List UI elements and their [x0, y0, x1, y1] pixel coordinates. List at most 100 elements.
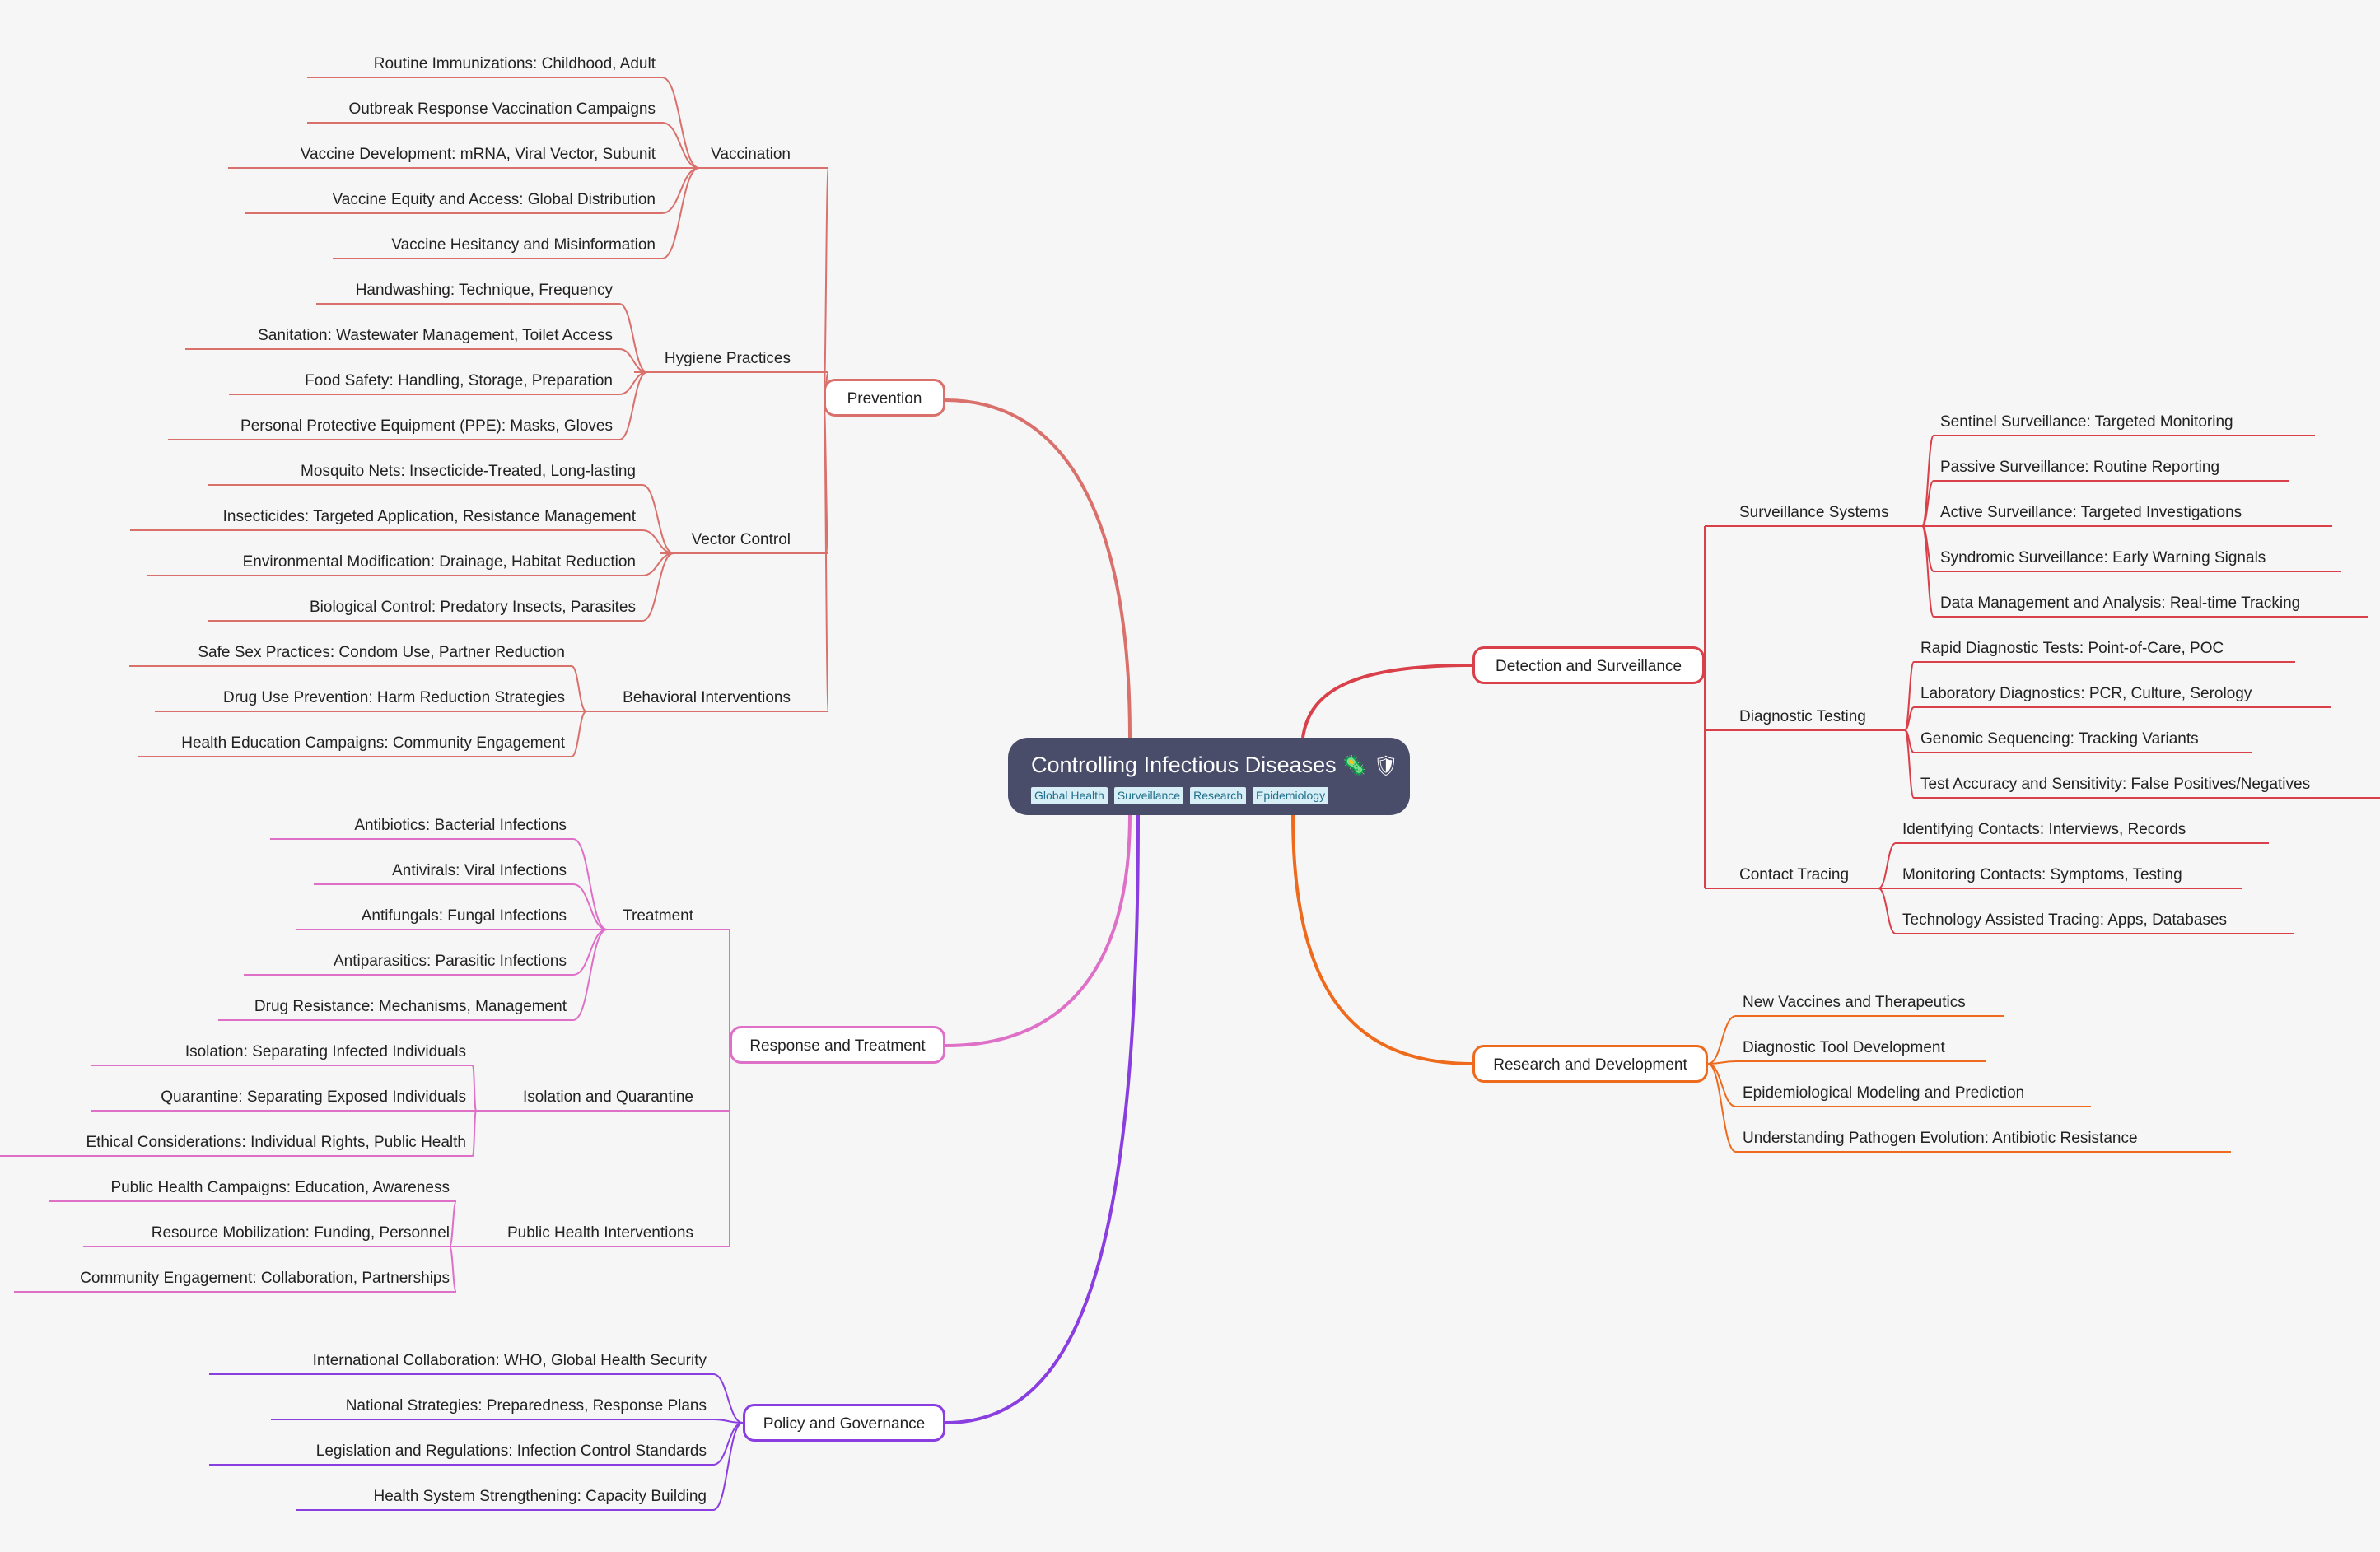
tag-research[interactable]: Research — [1190, 786, 1247, 804]
branch-detection-surveillance[interactable]: Detection and Surveillance — [1472, 646, 1705, 684]
leaf-drug-use-prevention-harm-reduction-strategies[interactable]: Drug Use Prevention: Harm Reduction Stra… — [222, 689, 565, 706]
connector-leaf — [571, 711, 587, 757]
connector-leaf — [1878, 888, 1897, 934]
leaf-vaccine-development-mrna-viral-vector-subunit[interactable]: Vaccine Development: mRNA, Viral Vector,… — [300, 146, 656, 163]
leaf-vaccine-equity-and-access-global-distribution[interactable]: Vaccine Equity and Access: Global Distri… — [332, 191, 656, 208]
leaf-sanitation-wastewater-management-toilet-access[interactable]: Sanitation: Wastewater Management, Toile… — [258, 327, 613, 344]
leaf-test-accuracy-and-sensitivity-false-positives-ne[interactable]: Test Accuracy and Sensitivity: False Pos… — [1920, 776, 2311, 793]
connector-leaf — [571, 665, 587, 712]
sub-surveillance-systems[interactable]: Surveillance Systems — [1739, 504, 1889, 521]
branch-policy-governance-label: Policy and Governance — [763, 1415, 926, 1433]
microbe-icon: 🦠 — [1342, 754, 1368, 777]
leaf-vaccine-hesitancy-and-misinformation[interactable]: Vaccine Hesitancy and Misinformation — [391, 236, 656, 254]
leaf-environmental-modification-drainage-habitat-redu[interactable]: Environmental Modification: Drainage, Ha… — [242, 553, 636, 571]
leaf-ethical-considerations-individual-rights-public-[interactable]: Ethical Considerations: Individual Right… — [86, 1134, 466, 1151]
leaf-antivirals-viral-infections[interactable]: Antivirals: Viral Infections — [392, 862, 567, 879]
sub-isolation-and-quarantine[interactable]: Isolation and Quarantine — [522, 1088, 693, 1106]
leaf-antifungals-fungal-infections[interactable]: Antifungals: Fungal Infections — [361, 907, 567, 925]
leaf-health-education-campaigns-community-engagement[interactable]: Health Education Campaigns: Community En… — [181, 734, 565, 752]
leaf-food-safety-handling-storage-preparation[interactable]: Food Safety: Handling, Storage, Preparat… — [305, 372, 613, 389]
tag-global-health[interactable]: Global Health — [1031, 786, 1108, 804]
tag-surveillance[interactable]: Surveillance — [1113, 786, 1184, 804]
connector-leaf — [618, 303, 648, 373]
leaf-quarantine-separating-exposed-individuals[interactable]: Quarantine: Separating Exposed Individua… — [161, 1088, 466, 1106]
leaf-rapid-diagnostic-tests-point-of-care-poc[interactable]: Rapid Diagnostic Tests: Point-of-Care, P… — [1920, 640, 2224, 657]
branch-response-treatment-label: Response and Treatment — [749, 1037, 926, 1055]
leaf-mosquito-nets-insecticide-treated-long-lasting[interactable]: Mosquito Nets: Insecticide-Treated, Long… — [301, 463, 636, 480]
connector-prevention-vaccination — [823, 167, 829, 401]
connector-leaf — [712, 1422, 744, 1466]
leaf-national-strategies-preparedness-response-plans[interactable]: National Strategies: Preparedness, Respo… — [345, 1397, 707, 1415]
leaf-insecticides-targeted-application-resistance-man[interactable]: Insecticides: Targeted Application, Resi… — [222, 508, 636, 525]
connector-leaf — [472, 1065, 477, 1112]
leaf-genomic-sequencing-tracking-variants[interactable]: Genomic Sequencing: Tracking Variants — [1920, 730, 2199, 748]
leaf-syndromic-surveillance-early-warning-signals[interactable]: Syndromic Surveillance: Early Warning Si… — [1940, 549, 2266, 566]
connector-leaf — [1904, 729, 1915, 799]
leaf-technology-assisted-tracing-apps-databases[interactable]: Technology Assisted Tracing: Apps, Datab… — [1902, 911, 2227, 929]
sub-hygiene-practices[interactable]: Hygiene Practices — [664, 350, 791, 367]
connector-leaf — [1878, 842, 1897, 889]
leaf-diagnostic-tool-development[interactable]: Diagnostic Tool Development — [1743, 1039, 1945, 1056]
leaf-passive-surveillance-routine-reporting[interactable]: Passive Surveillance: Routine Reporting — [1940, 459, 2220, 476]
connector-root-policy — [945, 814, 1140, 1424]
shield-icon: 🛡 — [1373, 754, 1399, 777]
sub-contact-tracing[interactable]: Contact Tracing — [1739, 866, 1850, 883]
connector-root-response — [945, 814, 1132, 1047]
leaf-antibiotics-bacterial-infections[interactable]: Antibiotics: Bacterial Infections — [354, 817, 567, 834]
leaf-personal-protective-equipment-ppe-masks-gloves[interactable]: Personal Protective Equipment (PPE): Mas… — [240, 417, 613, 435]
leaf-health-system-strengthening-capacity-building[interactable]: Health System Strengthening: Capacity Bu… — [373, 1488, 707, 1505]
leaf-drug-resistance-mechanisms-management[interactable]: Drug Resistance: Mechanisms, Management — [254, 998, 567, 1015]
connector-root-detection — [1301, 664, 1473, 739]
leaf-resource-mobilization-funding-personnel[interactable]: Resource Mobilization: Funding, Personne… — [151, 1224, 450, 1242]
connector-leaf — [572, 883, 608, 930]
sub-public-health-interventions[interactable]: Public Health Interventions — [506, 1224, 693, 1242]
leaf-isolation-separating-infected-individuals[interactable]: Isolation: Separating Infected Individua… — [184, 1043, 466, 1060]
leaf-identifying-contacts-interviews-records[interactable]: Identifying Contacts: Interviews, Record… — [1902, 821, 2186, 838]
connector-leaf — [572, 838, 608, 930]
connector-leaf — [1707, 1063, 1737, 1107]
connector-leaf — [1707, 1063, 1737, 1153]
connector-leaf — [572, 929, 608, 1021]
branch-policy-governance[interactable]: Policy and Governance — [743, 1404, 945, 1442]
connector-leaf — [642, 552, 674, 622]
leaf-laboratory-diagnostics-pcr-culture-serology[interactable]: Laboratory Diagnostics: PCR, Culture, Se… — [1920, 685, 2252, 702]
leaf-safe-sex-practices-condom-use-partner-reduction[interactable]: Safe Sex Practices: Condom Use, Partner … — [198, 644, 565, 661]
connector-leaf — [1921, 525, 1934, 618]
root-node[interactable]: Controlling Infectious Diseases 🦠 🛡 Glob… — [1008, 738, 1410, 815]
leaf-routine-immunizations-childhood-adult[interactable]: Routine Immunizations: Childhood, Adult — [373, 55, 656, 72]
sub-vaccination[interactable]: Vaccination — [711, 146, 791, 163]
leaf-sentinel-surveillance-targeted-monitoring[interactable]: Sentinel Surveillance: Targeted Monitori… — [1940, 413, 2233, 431]
sub-diagnostic-testing[interactable]: Diagnostic Testing — [1739, 708, 1866, 725]
sub-vector-control[interactable]: Vector Control — [691, 531, 791, 548]
branch-response-treatment[interactable]: Response and Treatment — [730, 1026, 945, 1064]
connector-prevention-behavioral-interventions — [823, 399, 829, 712]
leaf-outbreak-response-vaccination-campaigns[interactable]: Outbreak Response Vaccination Campaigns — [348, 100, 656, 118]
connector-leaf — [661, 77, 700, 169]
leaf-public-health-campaigns-education-awareness[interactable]: Public Health Campaigns: Education, Awar… — [110, 1179, 450, 1196]
branch-research-development[interactable]: Research and Development — [1472, 1045, 1708, 1083]
connector-leaf — [1921, 435, 1934, 527]
connector-leaf — [1904, 706, 1915, 731]
connector-leaf — [661, 167, 700, 259]
tag-epidemiology[interactable]: Epidemiology — [1253, 786, 1329, 804]
connector-leaf — [449, 1200, 457, 1247]
branch-prevention[interactable]: Prevention — [824, 379, 945, 417]
connector-leaf — [1921, 480, 1934, 527]
connector-leaf — [618, 348, 648, 373]
branch-research-development-label: Research and Development — [1493, 1056, 1687, 1074]
leaf-new-vaccines-and-therapeutics[interactable]: New Vaccines and Therapeutics — [1743, 994, 1966, 1011]
leaf-handwashing-technique-frequency[interactable]: Handwashing: Technique, Frequency — [355, 282, 613, 299]
leaf-data-management-and-analysis-real-time-tracking[interactable]: Data Management and Analysis: Real-time … — [1940, 594, 2301, 612]
sub-behavioral-interventions[interactable]: Behavioral Interventions — [623, 689, 791, 706]
leaf-understanding-pathogen-evolution-antibiotic-resi[interactable]: Understanding Pathogen Evolution: Antibi… — [1743, 1130, 2138, 1147]
leaf-legislation-and-regulations-infection-control-st[interactable]: Legislation and Regulations: Infection C… — [315, 1442, 707, 1460]
leaf-community-engagement-collaboration-partnerships[interactable]: Community Engagement: Collaboration, Par… — [80, 1270, 450, 1287]
leaf-antiparasitics-parasitic-infections[interactable]: Antiparasitics: Parasitic Infections — [333, 953, 567, 970]
leaf-active-surveillance-targeted-investigations[interactable]: Active Surveillance: Targeted Investigat… — [1940, 504, 2242, 521]
sub-treatment[interactable]: Treatment — [623, 907, 693, 925]
leaf-epidemiological-modeling-and-prediction[interactable]: Epidemiological Modeling and Prediction — [1743, 1084, 2025, 1102]
leaf-international-collaboration-who-global-health-se[interactable]: International Collaboration: WHO, Global… — [312, 1352, 707, 1369]
leaf-biological-control-predatory-insects-parasites[interactable]: Biological Control: Predatory Insects, P… — [309, 599, 636, 616]
leaf-monitoring-contacts-symptoms-testing[interactable]: Monitoring Contacts: Symptoms, Testing — [1902, 866, 2182, 883]
